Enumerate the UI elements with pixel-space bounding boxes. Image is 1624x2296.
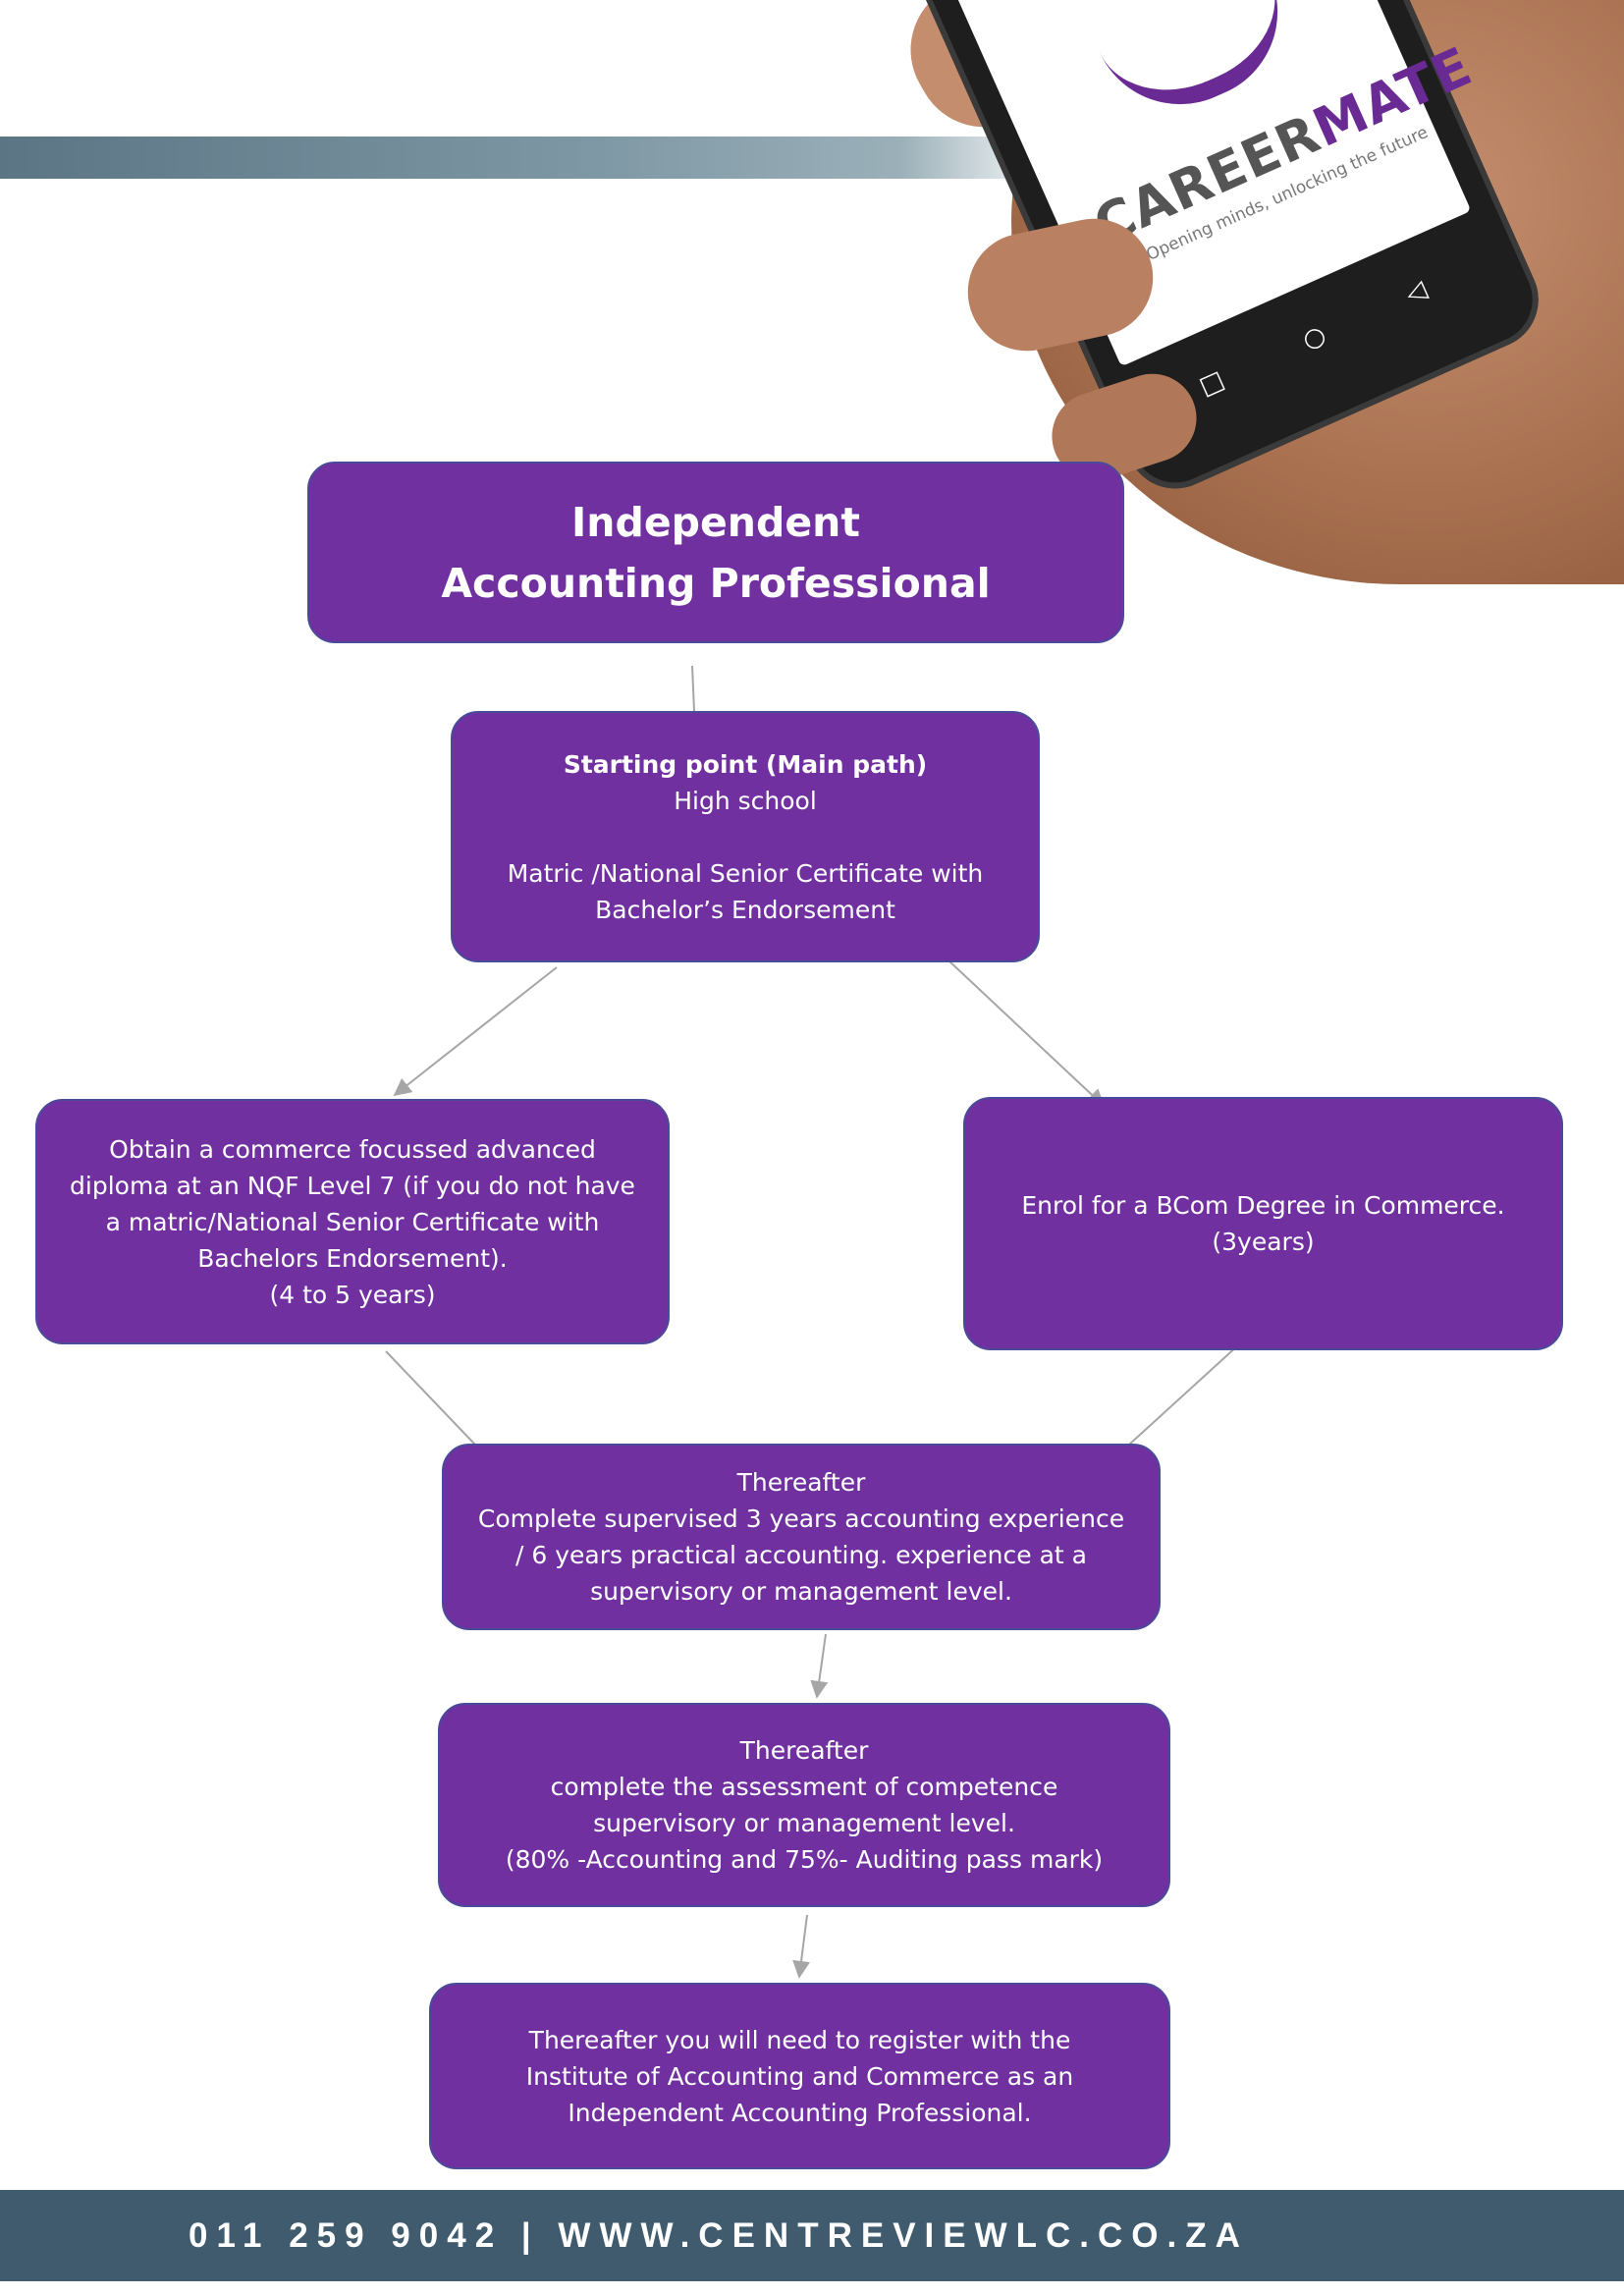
- bcom-box: Enrol for a BCom Degree in Commerce. (3y…: [963, 1097, 1563, 1350]
- assessment-note: (80% -Accounting and 75%- Auditing pass …: [506, 1841, 1103, 1878]
- assessment-box: Thereafter complete the assessment of co…: [438, 1703, 1170, 1907]
- start-heading: Starting point (Main path): [564, 746, 927, 783]
- diploma-duration: (4 to 5 years): [269, 1277, 435, 1313]
- experience-box: Thereafter Complete supervised 3 years a…: [442, 1444, 1161, 1630]
- registration-box: Thereafter you will need to register wit…: [429, 1983, 1170, 2169]
- bcom-text: Enrol for a BCom Degree in Commerce.: [1021, 1187, 1504, 1224]
- diploma-box: Obtain a commerce focussed advanced dipl…: [35, 1099, 670, 1344]
- experience-heading: Thereafter: [737, 1464, 866, 1501]
- connector-step2-final: [799, 1915, 807, 1977]
- assessment-text: complete the assessment of competence su…: [475, 1769, 1133, 1841]
- footer-band: 011 259 9042 | WWW.CENTREVIEWLC.CO.ZA: [0, 2190, 1624, 2281]
- connector-start-left: [395, 967, 557, 1095]
- connector-title-start: [692, 666, 694, 711]
- start-box: Starting point (Main path) High school M…: [451, 711, 1040, 962]
- start-line1: High school: [674, 783, 817, 819]
- registration-text: Thereafter you will need to register wit…: [515, 2022, 1085, 2131]
- connector-step1-step2: [817, 1634, 826, 1697]
- title-box: Independent Accounting Professional: [307, 462, 1124, 643]
- connector-start-right: [933, 946, 1104, 1106]
- experience-text: Complete supervised 3 years accounting e…: [477, 1501, 1125, 1610]
- assessment-heading: Thereafter: [740, 1732, 869, 1769]
- footer-contact: 011 259 9042 | WWW.CENTREVIEWLC.CO.ZA: [189, 2216, 1249, 2256]
- diploma-text: Obtain a commerce focussed advanced dipl…: [63, 1131, 642, 1277]
- diagram-title: Independent Accounting Professional: [441, 492, 991, 614]
- start-line2: Matric /National Senior Certificate with…: [490, 855, 1001, 928]
- bcom-duration: (3years): [1212, 1224, 1314, 1260]
